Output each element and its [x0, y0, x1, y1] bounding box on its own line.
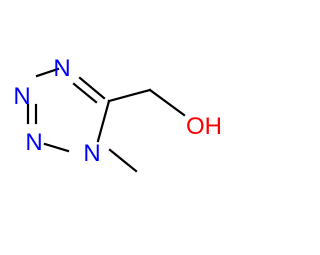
bond-c5-ch2: [107, 88, 152, 103]
atom-n-top: N: [53, 55, 70, 82]
molecule-structure: N N N N OH: [13, 55, 222, 173]
bonds-group: [26, 67, 186, 173]
bond-c5-n4-inner: [72, 82, 98, 104]
atom-n-methyl: N: [83, 140, 100, 167]
bond-n1-ch3: [108, 148, 138, 173]
structure-canvas: N N N N OH: [13, 55, 222, 173]
bond-n1-c5: [96, 99, 111, 143]
bond-c5-n4: [78, 76, 106, 100]
bond-n4-n3: [35, 67, 60, 78]
atom-n-left-top: N: [13, 83, 30, 110]
atom-n-left-bottom: N: [25, 129, 42, 156]
bond-n2-n1: [43, 142, 70, 153]
atom-oh: OH: [186, 113, 222, 140]
bond-ch2-o: [148, 88, 186, 117]
